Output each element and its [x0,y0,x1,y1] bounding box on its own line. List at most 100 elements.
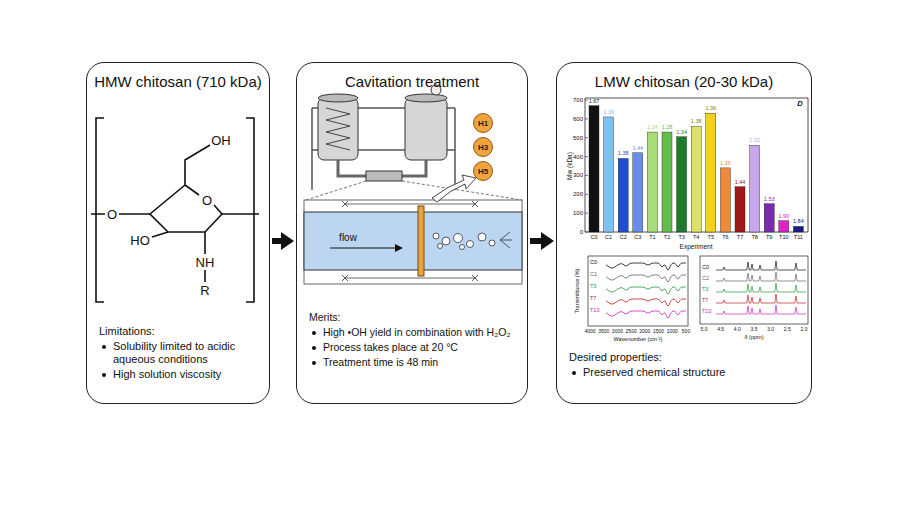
chitosan-structure [91,118,259,302]
arrow-shaft [530,238,542,244]
bar-value: 1.36 [720,161,731,167]
tick [585,100,588,101]
bar-value: 1.67 [589,99,600,105]
bar-value: 1.90 [778,214,789,220]
bar [647,132,657,232]
axis-title: δ (ppm) [745,335,764,341]
tick [585,213,588,214]
axis-tick: 2000 [639,329,650,334]
axis-tick: T1 [649,235,655,241]
bullet-text: High solution viscosity [113,368,221,380]
reactor-setup [306,85,522,200]
axis-tick: 600 [573,116,583,122]
series-label: T3 [702,287,708,293]
axis-tick: 2.0 [801,327,808,332]
series-label: C2 [702,276,709,282]
ftir-curve [606,287,686,294]
bullet-dot [102,373,106,377]
atom-label: O [107,208,117,221]
ftir-curve [606,299,686,306]
bullet-text: Preserved chemical structure [583,366,725,378]
nmr-curve [716,294,806,303]
axis-tick: T5 [708,235,714,241]
series-label: T10 [702,309,711,315]
bar-value: 1.32 [749,139,760,145]
axis-tick: 4.5 [717,327,724,332]
panel-title: HMW chitosan (710 kDa) [93,73,263,90]
bullet-dot [572,371,576,375]
ftir-curve [606,311,686,318]
bar [735,187,745,232]
nmr-curve [716,305,806,314]
panel-box: LMW chitosan (20-30 kDa)Desired properti… [556,62,812,404]
axis-tick: 3.0 [767,327,774,332]
bullet-item: High •OH yield in combination with H₂O₂ [309,326,519,339]
section-heading: Desired properties: [569,351,803,364]
bullet-text: Process takes place at 20 °C [323,341,458,353]
nmr-curve [716,283,806,292]
bar-value: 1.84 [793,220,804,226]
section-heading: Limitations: [99,325,261,338]
plate-label: H1 [478,119,488,128]
axis-tick: T6 [722,235,728,241]
axis-tick: T4 [693,235,699,241]
tick [585,175,588,176]
bar [764,204,774,232]
bar [706,113,716,232]
bar-value: 1.44 [735,180,746,186]
series-label: T7 [702,298,708,304]
atom-label: OH [211,134,231,147]
axis-tick: C3 [634,235,641,241]
tick [585,194,588,195]
panel-box: HMW chitosan (710 kDa) Limitations: Solubi… [86,62,270,404]
bullet-dot [312,346,316,350]
bar-value: 1.36 [705,106,716,112]
bullet-dot [102,345,106,349]
arrow-head [281,232,294,250]
bar [750,145,760,232]
axis-tick: 4.0 [734,327,741,332]
bullet-dot [312,331,316,335]
axis-title: Wavenumber (cm⁻¹) [614,337,663,343]
axis-tick: 3.5 [751,327,758,332]
series-label: C0 [590,260,597,266]
hole-plate-circle: H1 [473,113,493,133]
text-block: Desired properties: Preserved chemical st… [569,351,803,379]
nmr-curve [716,272,806,281]
arrow-shaft [272,238,282,244]
axis-tick: 2.5 [784,327,791,332]
tick [585,137,588,138]
bullet-text: Solubility limited to acidic aqueous con… [113,340,235,365]
flow-label: flow [339,233,357,243]
section-heading: Merits: [309,311,519,324]
atom-label: HO [130,234,150,247]
panel-title: Cavitation treatment [303,73,521,90]
bar [589,106,599,232]
bar [662,132,672,232]
bar-value: 1.38 [618,152,629,158]
arrow-head [541,232,554,250]
series-label: C0 [702,265,709,271]
axis-tick: C0 [590,235,597,241]
axis-tick: 400 [573,154,583,160]
axis-tick: T7 [737,235,743,241]
ftir-curve [606,263,686,270]
bar-value: 1.53 [764,197,775,203]
bullet-dot [312,361,316,365]
axis-tick: T8 [751,235,757,241]
axis-tick: 200 [573,191,583,197]
nmr-curve [716,261,806,270]
panel-box: Cavitation treatmentMerits: High •OH yiel… [296,62,528,404]
axis-tick: 500 [573,135,583,141]
bar-value: 1.24 [647,125,658,131]
bullet-item: Treatment time is 48 min [309,356,519,369]
atom-label: NH [196,256,215,269]
bar [618,158,628,232]
pipe-section [304,175,522,284]
axis-tick: 1500 [653,329,664,334]
plot-curves [585,100,806,318]
series-label: C1 [590,272,597,278]
axis-title: Experiment [680,244,713,251]
axis-tick: C2 [620,235,627,241]
axis-tick: 500 [682,329,690,334]
